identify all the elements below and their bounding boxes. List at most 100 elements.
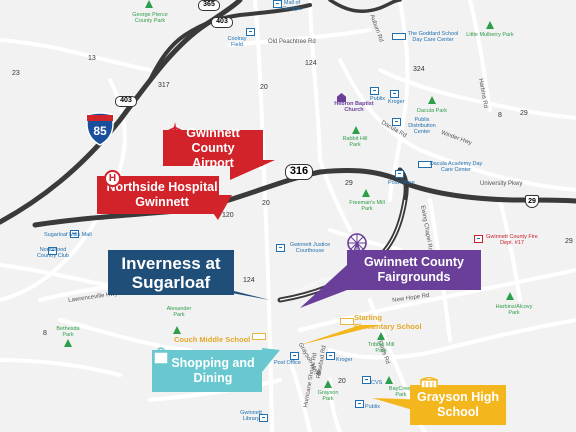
mall-of-georgia-label[interactable]: Mall of Georgia xyxy=(282,0,302,12)
interstate-85-shield: 85 xyxy=(85,112,115,146)
publix-distribution-icon xyxy=(392,118,401,126)
inverness-callout[interactable]: Inverness at Sugarloaf xyxy=(108,250,234,295)
route-324-label: 324 xyxy=(413,66,425,73)
rabbit-hill-park-label[interactable]: Rabbit Hill Park xyxy=(342,136,368,148)
fairgrounds-callout[interactable]: Gwinnett County Fairgrounds xyxy=(347,250,481,290)
mall-of-georgia-building-icon xyxy=(273,0,282,8)
alexander-park-tree-icon xyxy=(173,326,181,334)
freemans-mill-park-tree-icon xyxy=(362,189,370,197)
route-124-label-top: 124 xyxy=(305,60,317,67)
old-peachtree-road-label: Old Peachtree Rd xyxy=(268,39,316,45)
route-8-label-left: 8 xyxy=(43,330,47,337)
starling-school-label[interactable]: Starling Elementary School xyxy=(354,313,422,331)
route-317-label: 317 xyxy=(158,82,170,89)
dacula-academy-label[interactable]: Dacula Academy Day Care Center xyxy=(429,161,483,173)
route-29-label-right: 29 xyxy=(520,110,528,117)
kroger-label-1[interactable]: Kroger xyxy=(388,99,405,105)
kroger-building-icon-2 xyxy=(326,352,335,360)
little-mulberry-park-tree-icon xyxy=(486,21,494,29)
route-365-shield: 365 xyxy=(198,0,220,11)
bethesda-park-tree-icon xyxy=(64,339,72,347)
route-403-shield-top: 403 xyxy=(211,17,233,28)
ferris-wheel-icon xyxy=(347,233,367,258)
coolray-field-label[interactable]: Coolray Field xyxy=(227,36,247,48)
tribble-mill-park-label[interactable]: Tribble Mill Park xyxy=(367,342,395,354)
shopping-callout[interactable]: Shopping and Dining xyxy=(152,350,262,392)
fire-dept-icon xyxy=(474,235,483,243)
airport-callout[interactable]: Gwinnett County Airport xyxy=(163,126,263,170)
route-124-label-mid: 124 xyxy=(243,277,255,284)
interstate-85-label: 85 xyxy=(93,124,107,138)
grayson-park-tree-icon xyxy=(324,380,332,388)
fairgrounds-callout-label: Gwinnett County Fairgrounds xyxy=(364,255,464,284)
publix-label-2[interactable]: Publix xyxy=(365,404,380,410)
george-pierce-park-label[interactable]: George Pierce County Park xyxy=(132,12,168,24)
route-13-label: 13 xyxy=(88,55,96,62)
harbins-park-tree-icon xyxy=(506,292,514,300)
publix-distribution-label[interactable]: Publix Distribution Center xyxy=(408,117,436,135)
hebron-church-icon xyxy=(337,93,346,102)
grayson-high-callout[interactable]: Grayson High School xyxy=(410,385,506,425)
interstate-shield-icon xyxy=(86,112,114,146)
harbins-park-label[interactable]: Harbins/Alcovy Park xyxy=(495,304,533,316)
dacula-academy-icon xyxy=(418,161,432,168)
goddard-school-icon xyxy=(392,33,406,40)
shopping-bag-icon xyxy=(153,347,169,365)
library-label[interactable]: Gwinnett Library xyxy=(240,410,262,422)
school-building-icon xyxy=(420,377,438,389)
grayson-high-callout-label: Grayson High School xyxy=(417,390,499,419)
starling-school-icon xyxy=(340,318,354,325)
post-office-icon-1 xyxy=(395,170,404,178)
kroger-building-icon-1 xyxy=(390,90,399,98)
dacula-park-label[interactable]: Dacula Park xyxy=(417,108,447,114)
shopping-callout-label: Shopping and Dining xyxy=(171,356,255,385)
library-icon xyxy=(259,414,268,422)
baycreek-park-label[interactable]: BayCreek Park xyxy=(388,386,414,398)
couch-school-icon xyxy=(252,333,266,340)
hospital-icon: H xyxy=(104,170,121,187)
justice-courthouse-label[interactable]: Gwinnett Justice Courthouse xyxy=(289,242,331,254)
us-route-29-shield: 29 xyxy=(525,195,539,208)
little-mulberry-park-label[interactable]: Little Mulberry Park xyxy=(466,32,514,38)
route-316-shield: 316 xyxy=(285,164,313,180)
freemans-mill-park-label[interactable]: Freeman's Mill Park xyxy=(349,200,385,212)
alexander-park-label[interactable]: Alexander Park xyxy=(166,306,192,318)
couch-school-label[interactable]: Couch Middle School xyxy=(174,335,251,344)
bethesda-park-label[interactable]: Bethesda Park xyxy=(56,326,80,338)
kroger-label-2[interactable]: Kroger xyxy=(336,357,353,363)
route-29-label-mid: 29 xyxy=(345,180,353,187)
route-20-label-mid: 20 xyxy=(262,200,270,207)
inverness-callout-label: Inverness at Sugarloaf xyxy=(121,253,221,292)
route-120-label: 120 xyxy=(222,212,234,219)
university-pkwy-label: University Pkwy xyxy=(480,181,523,187)
grayson-park-label[interactable]: Grayson Park xyxy=(317,390,339,402)
route-8-label-right: 8 xyxy=(498,112,502,119)
george-pierce-park-tree-icon xyxy=(145,0,153,8)
northwood-icon xyxy=(48,247,57,255)
cvs-label[interactable]: CVS xyxy=(371,380,383,386)
sugarloaf-mills-label[interactable]: Sugarloaf Mills Mall xyxy=(44,232,92,238)
airport-callout-label: Gwinnett County Airport xyxy=(186,125,240,170)
post-office-label-1[interactable]: Post Office xyxy=(388,180,415,186)
fire-dept-label[interactable]: Gwinnett County Fire Dept. #17 xyxy=(486,234,538,246)
baycreek-park-tree-icon xyxy=(385,376,393,384)
route-29-label-bottom: 29 xyxy=(565,238,573,245)
tribble-mill-park-tree-icon xyxy=(377,332,385,340)
goddard-school-label[interactable]: The Goddard School Day Care Center xyxy=(407,31,459,43)
northwood-label[interactable]: Northwood Country Club xyxy=(36,247,70,259)
route-20-label-bottom: 20 xyxy=(338,378,346,385)
publix-label-1[interactable]: Publix xyxy=(370,96,385,102)
post-office-icon-2 xyxy=(290,352,299,360)
hebron-church-label[interactable]: Hebron Baptist Church xyxy=(334,101,374,113)
post-office-label-2[interactable]: Post Office xyxy=(274,360,301,366)
sugarloaf-mills-icon xyxy=(70,230,79,238)
route-8-label-bottom: 8 xyxy=(317,370,321,377)
rabbit-hill-park-tree-icon xyxy=(352,126,360,134)
justice-courthouse-icon xyxy=(276,244,285,252)
route-20-label-top: 20 xyxy=(260,84,268,91)
dacula-park-tree-icon xyxy=(428,96,436,104)
publix-building-icon-1 xyxy=(370,87,379,95)
